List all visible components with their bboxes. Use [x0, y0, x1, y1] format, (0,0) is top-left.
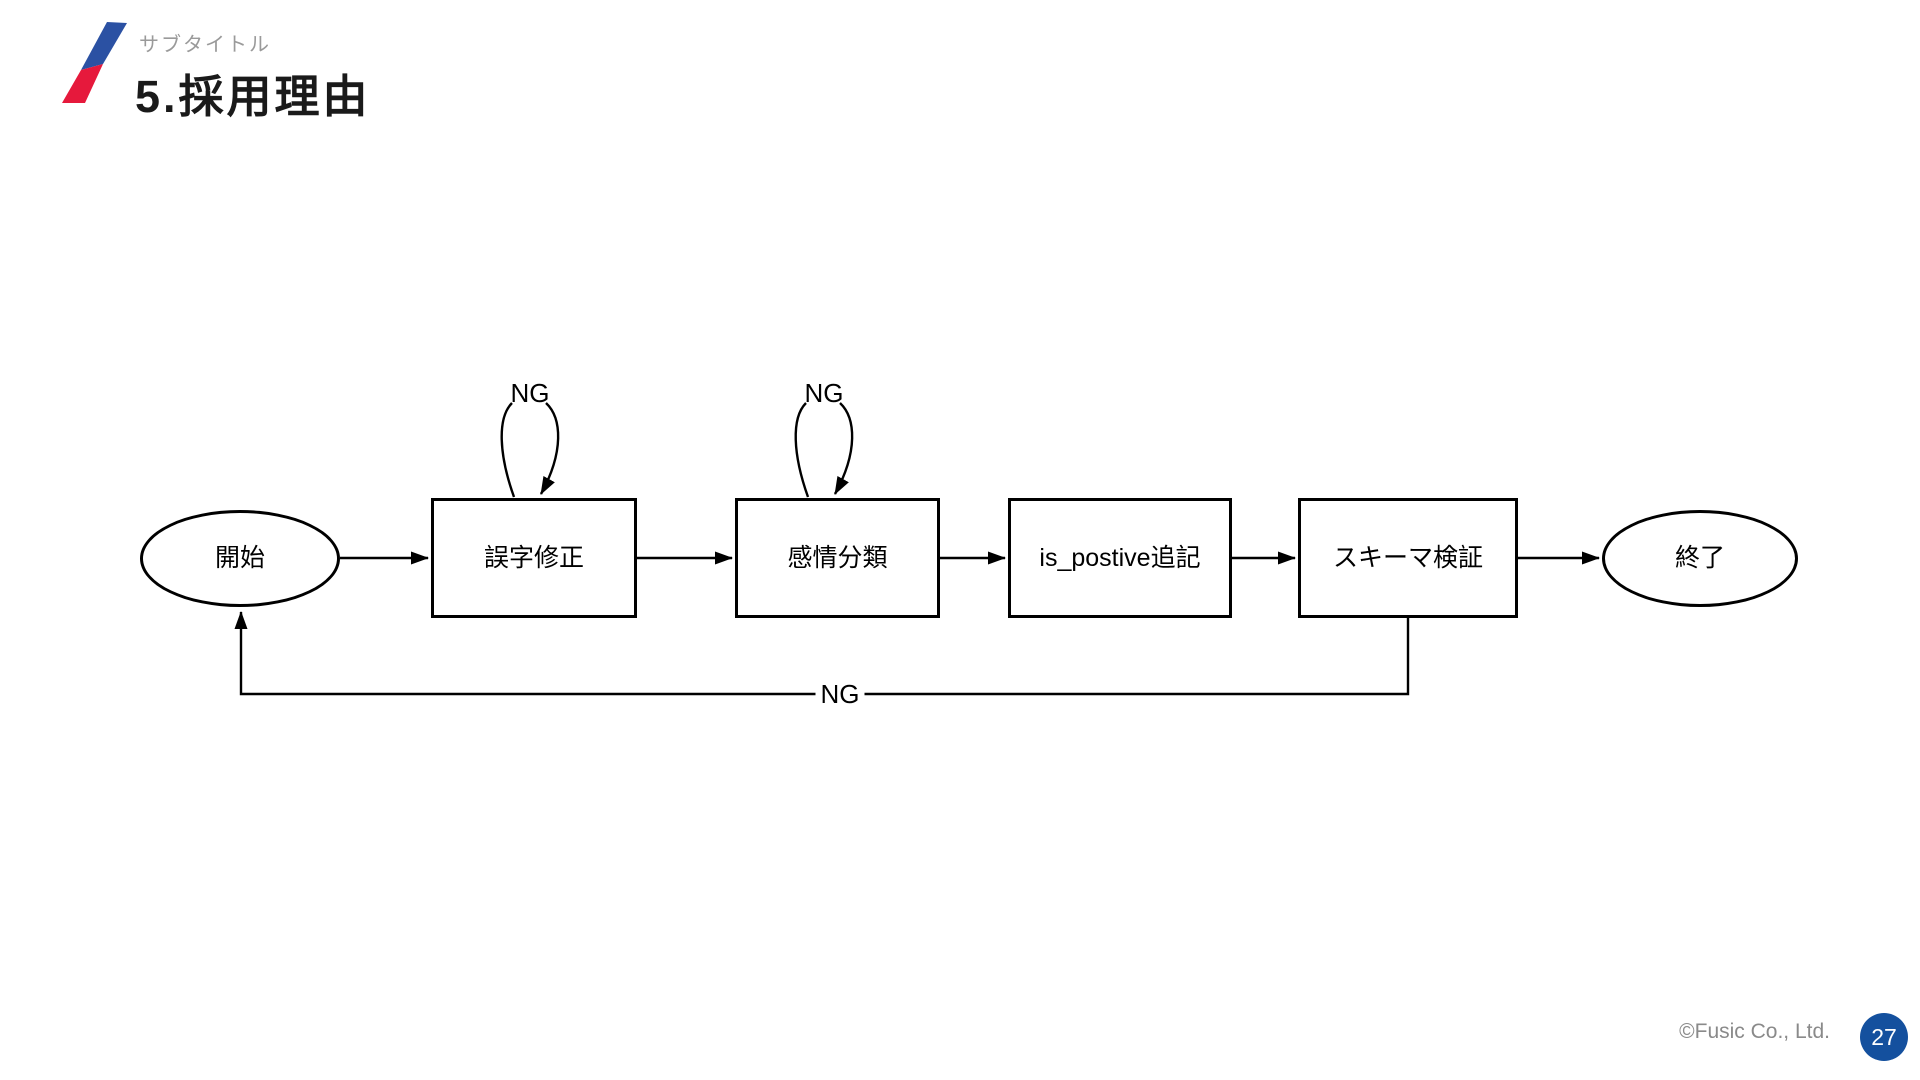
node-typo-fix: 誤字修正	[431, 498, 637, 618]
node-sentiment: 感情分類	[735, 498, 940, 618]
page-title: 5.採用理由	[135, 71, 371, 122]
fusic-slash-logo-icon	[62, 22, 127, 103]
edge-typofix-selfloop-right	[539, 402, 560, 495]
node-schema-check: スキーマ検証	[1298, 498, 1518, 618]
node-is-postive-label: is_postive追記	[1039, 543, 1201, 572]
node-end: 終了	[1602, 510, 1798, 607]
edge-label-ng-sentiment: NG	[804, 378, 844, 408]
edge-sentiment-selfloop-right	[833, 402, 854, 495]
page-number: 27	[1871, 1023, 1897, 1050]
copyright-text: ©Fusic Co., Ltd.	[1679, 1020, 1830, 1043]
edge-label-ng-feedback: NG	[815, 681, 865, 707]
node-start-label: 開始	[214, 544, 265, 572]
edge-typofix-selfloop-left	[500, 402, 516, 498]
node-sentiment-label: 感情分類	[787, 543, 888, 572]
edge-sentiment-selfloop-left	[794, 402, 810, 498]
node-end-label: 終了	[1674, 544, 1725, 572]
slide-subtitle: サブタイトル	[139, 34, 271, 56]
node-schema-check-label: スキーマ検証	[1332, 543, 1483, 572]
node-is-postive: is_postive追記	[1008, 498, 1232, 618]
page-number-badge: 27	[1860, 1013, 1908, 1061]
edge-label-ng-typofix: NG	[510, 378, 550, 408]
node-typo-fix-label: 誤字修正	[483, 543, 584, 572]
node-start: 開始	[140, 510, 340, 607]
